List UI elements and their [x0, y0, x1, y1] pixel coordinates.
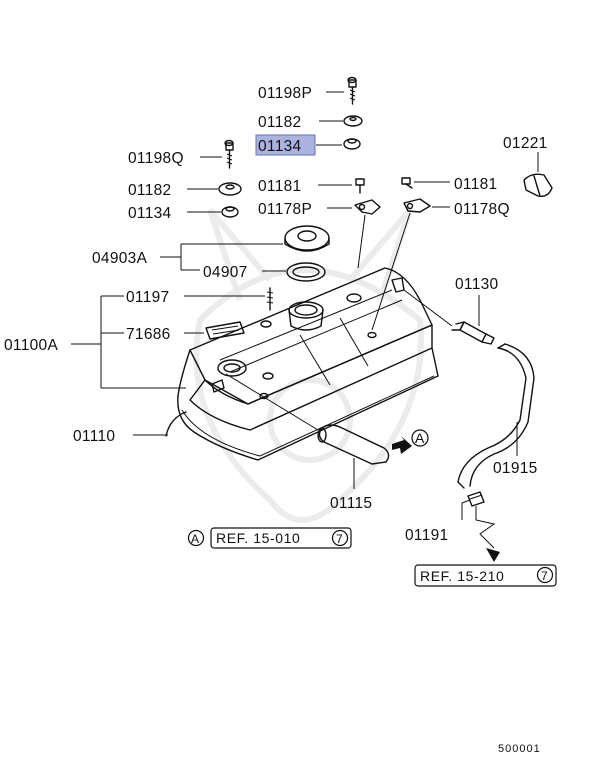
bolt-01181-right-part[interactable] [401, 177, 413, 189]
grommet-01134-top-part[interactable] [343, 138, 361, 150]
label-01134-top: 01134 [258, 138, 302, 155]
highlight-box [255, 134, 316, 156]
label-01191: 01191 [405, 527, 448, 544]
label-01100A: 01100A [4, 337, 58, 354]
ref-b-text: REF. 15-210 [420, 568, 504, 584]
label-71686: 71686 [126, 326, 171, 343]
label-01198Q: 01198Q [128, 150, 184, 167]
ref-a-num: 7 [336, 532, 343, 546]
ref-b-box[interactable] [414, 564, 557, 587]
label-04903A: 04903A [92, 250, 148, 267]
ref-a-num-circle [331, 529, 349, 547]
fitting-01191-part[interactable] [467, 491, 485, 507]
clip-01178Q-part[interactable] [403, 198, 431, 213]
cap-01221-part[interactable] [523, 173, 553, 198]
clip-01178P-part[interactable] [354, 199, 381, 215]
bolt-01181-left-part[interactable] [355, 178, 365, 194]
ref-a-marker-text: A [191, 532, 200, 546]
bolt-01198P-part[interactable] [347, 76, 357, 105]
label-01915: 01915 [493, 460, 538, 477]
label-01134-left: 01134 [128, 205, 172, 222]
gasket-01110-part[interactable] [165, 411, 187, 437]
label-01182-left: 01182 [128, 182, 171, 199]
ref-b-num: 7 [541, 569, 548, 583]
ref-b-num-circle [536, 566, 554, 584]
footer-code: 500001 [498, 743, 541, 755]
label-01110: 01110 [73, 428, 115, 445]
arrow-to-ref-b-icon [486, 548, 500, 562]
label-01198P: 01198P [258, 85, 312, 102]
label-01197: 01197 [126, 289, 169, 306]
rocker-cover-01100A-part[interactable] [177, 267, 439, 461]
label-01221: 01221 [503, 135, 548, 152]
washer-01182-left-part[interactable] [218, 182, 242, 196]
label-04907: 04907 [203, 264, 248, 281]
label-01181-left: 01181 [258, 178, 301, 195]
label-01182-top: 01182 [258, 114, 301, 131]
label-plate-71686-part[interactable] [205, 321, 245, 340]
grommet-01134-left-part[interactable] [221, 206, 239, 218]
label-01130: 01130 [455, 276, 499, 293]
ref-a-marker [187, 529, 205, 547]
watermark-logo [193, 208, 424, 523]
ref-a-box[interactable] [210, 527, 352, 549]
label-01178Q: 01178Q [454, 201, 510, 218]
hose-01115-part[interactable] [317, 424, 390, 465]
label-01181-right: 01181 [454, 176, 497, 193]
gasket-04907-part[interactable] [286, 262, 326, 282]
ref-a-text: REF. 15-010 [216, 530, 300, 546]
bolt-01198Q-part[interactable] [224, 139, 234, 169]
arrow-to-A-icon [392, 436, 412, 454]
washer-01182-top-part[interactable] [343, 115, 363, 127]
label-01178P: 01178P [258, 201, 312, 218]
marker-A-right-text: A [415, 430, 425, 446]
oil-cap-04903A-part[interactable] [284, 225, 330, 252]
label-01115: 01115 [330, 495, 372, 512]
marker-A-right [411, 429, 429, 447]
stud-01197-part[interactable] [266, 287, 274, 311]
valve-01130-part[interactable] [451, 321, 495, 345]
